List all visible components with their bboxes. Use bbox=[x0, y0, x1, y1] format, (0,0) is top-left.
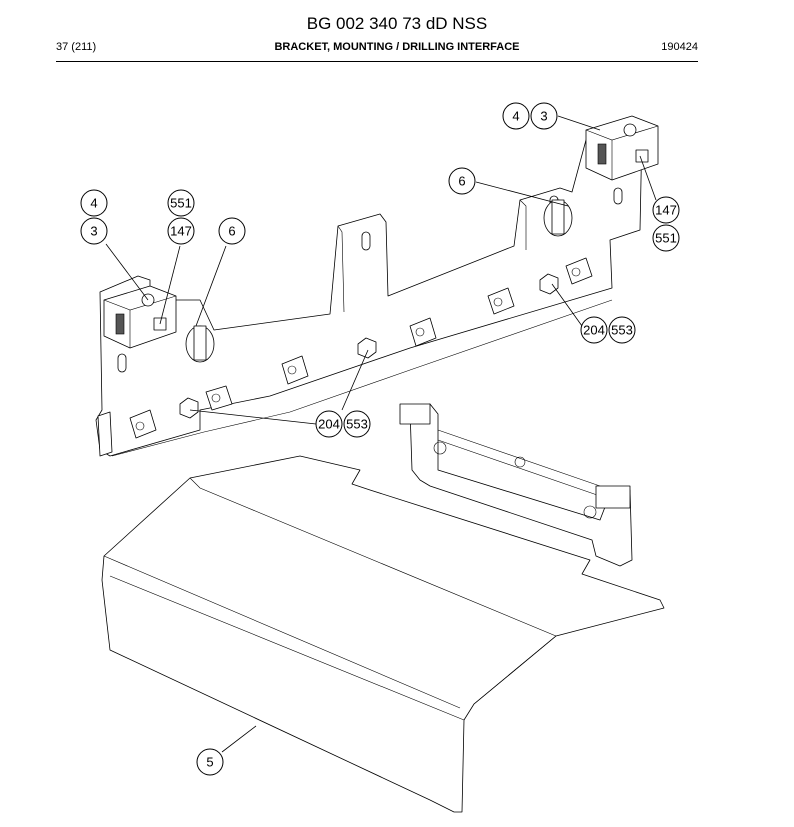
callout-label: 147 bbox=[170, 224, 192, 239]
callout-label: 551 bbox=[170, 196, 192, 211]
callout-204-right: 204 bbox=[580, 316, 608, 344]
callout-553-right: 553 bbox=[608, 316, 636, 344]
callout-6-left: 6 bbox=[218, 217, 246, 245]
header-rule bbox=[56, 61, 698, 62]
callout-label: 3 bbox=[540, 109, 547, 124]
callout-147-left: 147 bbox=[167, 217, 195, 245]
callout-label: 5 bbox=[206, 755, 213, 770]
callout-551-right: 551 bbox=[652, 224, 680, 252]
callout-label: 204 bbox=[583, 323, 605, 338]
callout-204-mid: 204 bbox=[315, 410, 343, 438]
callout-label: 4 bbox=[512, 109, 519, 124]
lock-pin-right bbox=[543, 199, 573, 237]
callout-label: 204 bbox=[318, 417, 340, 432]
bolt-right bbox=[539, 273, 559, 295]
callout-label: 553 bbox=[346, 417, 368, 432]
callout-3-left: 3 bbox=[80, 217, 108, 245]
callout-label: 6 bbox=[458, 174, 465, 189]
callout-label: 551 bbox=[655, 231, 677, 246]
lock-pin-left bbox=[185, 325, 215, 363]
document-title: BG 002 340 73 dD NSS bbox=[306, 14, 488, 33]
callout-label: 147 bbox=[655, 203, 677, 218]
callout-551-left: 551 bbox=[167, 189, 195, 217]
callout-147-right: 147 bbox=[652, 196, 680, 224]
callout-3-top: 3 bbox=[530, 102, 558, 130]
cover-plate bbox=[101, 455, 665, 813]
callout-5: 5 bbox=[196, 748, 224, 776]
leader-lines bbox=[105, 115, 657, 753]
page-number: 37 (211) bbox=[56, 41, 97, 53]
callout-label: 553 bbox=[611, 323, 633, 338]
callout-553-mid: 553 bbox=[343, 410, 371, 438]
callout-6-right: 6 bbox=[448, 167, 476, 195]
bolt-left bbox=[179, 397, 199, 419]
secondary-bracket bbox=[399, 403, 633, 567]
callout-label: 6 bbox=[228, 224, 235, 239]
right-clamp-block bbox=[585, 115, 659, 181]
callout-4-top: 4 bbox=[502, 102, 530, 130]
document-subtitle: BRACKET, MOUNTING / DRILLING INTERFACE bbox=[274, 41, 520, 53]
mounting-bracket bbox=[95, 123, 643, 457]
callout-4-left: 4 bbox=[80, 189, 108, 217]
callout-label: 3 bbox=[90, 224, 97, 239]
callout-label: 4 bbox=[90, 196, 97, 211]
document-date: 190424 bbox=[661, 41, 698, 53]
bolt-middle bbox=[357, 337, 377, 359]
